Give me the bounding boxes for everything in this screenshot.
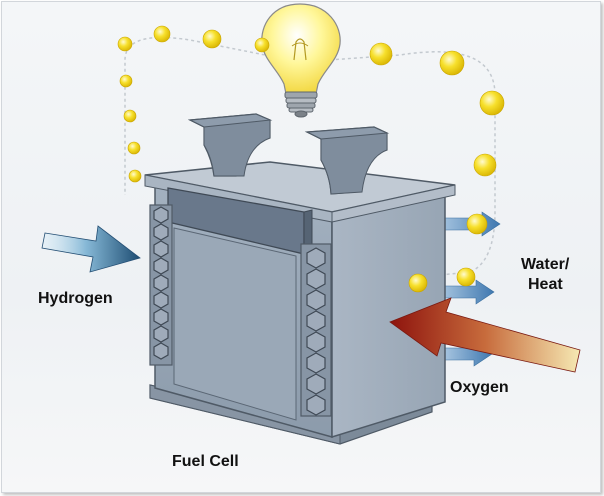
- oxygen-label: Oxygen: [450, 379, 509, 396]
- hydrogen-arrow-icon: [41, 225, 141, 273]
- anode-terminal: [187, 113, 273, 177]
- heat-label: Heat: [528, 276, 563, 293]
- electron-icon: [117, 25, 505, 293]
- hydrogen-label: Hydrogen: [38, 290, 113, 307]
- oxygen-arrow-icon: [389, 297, 581, 373]
- water-label: Water/: [521, 256, 570, 273]
- circuit-wire: [124, 36, 496, 279]
- left-bolt-column: [149, 204, 173, 366]
- right-bolt-column: [300, 243, 332, 417]
- fuel-cell-label: Fuel Cell: [172, 453, 239, 470]
- light-bulb-icon: [261, 3, 341, 118]
- cathode-terminal: [304, 126, 390, 195]
- fuel-cell-body: [144, 161, 456, 445]
